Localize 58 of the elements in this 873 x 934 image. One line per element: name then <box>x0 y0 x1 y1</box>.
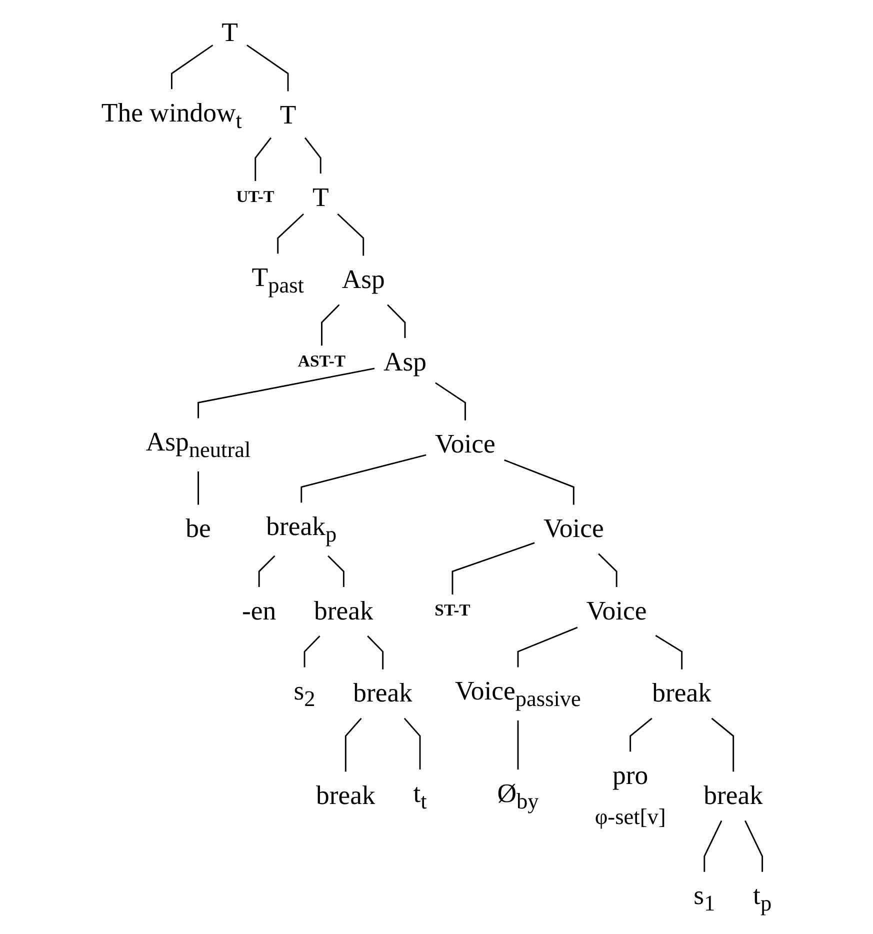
connector <box>246 44 289 92</box>
connector <box>452 542 535 595</box>
node-text: Ø$_{by}$ <box>497 780 539 814</box>
node-text: The window$_{t}$ <box>101 99 242 134</box>
connector <box>198 368 375 418</box>
node-text: ST-T <box>434 602 470 620</box>
node-text: AST-T <box>298 353 346 372</box>
connector <box>367 636 384 670</box>
connector <box>304 137 322 174</box>
connector <box>258 555 276 588</box>
node-text: -en <box>242 597 276 626</box>
node-text: Asp <box>342 266 385 295</box>
node-text: Voice <box>586 597 647 626</box>
node-text: break <box>314 597 374 626</box>
connector <box>630 718 652 752</box>
node-text: Voice <box>543 514 604 544</box>
connector <box>504 459 574 505</box>
connector <box>655 634 683 670</box>
node-text: be <box>186 514 211 544</box>
node-text: T$_{past}$ <box>252 264 304 298</box>
connector <box>300 454 426 503</box>
node-text: break <box>316 782 376 811</box>
connector <box>404 718 421 770</box>
connector <box>170 44 214 90</box>
connector <box>435 382 466 420</box>
node-text: s$_{2}$ <box>294 677 316 712</box>
connector <box>744 820 764 872</box>
node-text: UT-T <box>236 188 275 207</box>
connector <box>277 213 304 254</box>
connector <box>321 304 340 346</box>
connector <box>254 137 272 181</box>
node-label: φ-set[v] <box>594 805 666 830</box>
connector <box>304 636 320 668</box>
connector <box>517 626 578 668</box>
node-text: T <box>280 101 296 130</box>
connector <box>328 555 344 588</box>
connector <box>711 718 734 772</box>
node-text: Asp$_{neutral}$ <box>146 428 251 463</box>
node-text: s$_{1}$ <box>694 882 716 916</box>
node-text: T <box>312 184 329 212</box>
connector <box>198 471 199 505</box>
node-text: Voice$_{passive}$ <box>455 677 581 712</box>
node-text: break$_{p}$ <box>266 512 337 547</box>
node-text: t$_{p}$ <box>753 882 772 916</box>
connector <box>387 304 406 338</box>
node-text: break <box>704 782 764 811</box>
node-text: T <box>222 18 238 48</box>
node-text: Asp <box>383 348 426 378</box>
connector <box>344 718 362 772</box>
node-text: Voice <box>435 430 496 460</box>
connector <box>337 213 364 256</box>
node-text: pro <box>612 762 648 791</box>
connector <box>517 720 519 770</box>
node-text: break <box>353 679 413 708</box>
connector <box>704 820 722 872</box>
connector <box>598 553 618 588</box>
node-text: break <box>652 679 712 708</box>
node-text: t$_{t}$ <box>413 780 427 814</box>
